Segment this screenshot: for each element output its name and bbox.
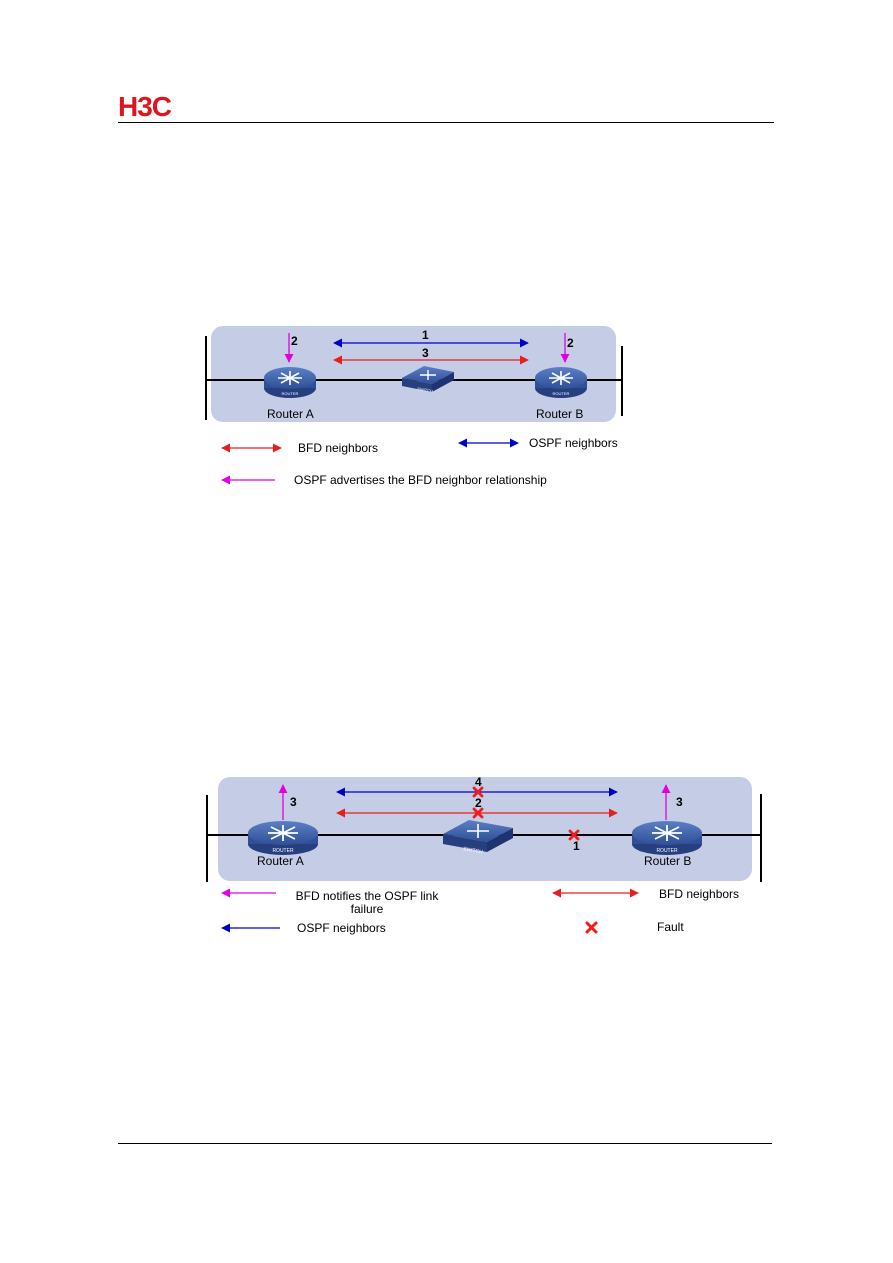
step-3-label-router-b: 3 — [676, 795, 683, 809]
svg-text:ROUTER: ROUTER — [656, 848, 678, 854]
legend-ospf-label: OSPF neighbors — [297, 921, 386, 935]
router-b-label: Router B — [536, 407, 584, 421]
router-a-label: Router A — [257, 854, 304, 868]
legend-ospf-label: OSPF neighbors — [529, 436, 618, 450]
router-a-icon: ROUTER — [264, 367, 316, 398]
legend-bfd-label: BFD neighbors — [659, 887, 740, 901]
step-2-label-router-b: 2 — [567, 336, 574, 350]
step-3-label-router-a: 3 — [290, 795, 297, 809]
legend-bfd-label: BFD neighbors — [298, 441, 379, 455]
figure1-diagram: ROUTER SWITCH ROUTER — [205, 333, 623, 485]
svg-text:SWITCH: SWITCH — [417, 386, 434, 394]
header-rule — [118, 122, 774, 123]
switch-icon: SWITCH — [443, 820, 513, 855]
figure2-diagram: ROUTER SWITCH ROUTER — [206, 784, 762, 934]
router-b-icon: ROUTER — [535, 367, 587, 398]
router-b-icon: ROUTER — [632, 821, 702, 855]
router-a-label: Router A — [267, 407, 314, 421]
switch-icon: SWITCH — [402, 366, 454, 394]
step-2-label: 2 — [475, 796, 482, 810]
router-a-icon: ROUTER — [248, 821, 318, 855]
step-1-label: 1 — [422, 328, 429, 342]
router-b-label: Router B — [644, 854, 692, 868]
svg-text:ROUTER: ROUTER — [282, 391, 299, 396]
h3c-logo: H3C — [118, 93, 173, 121]
fault-mark-bfd — [472, 807, 484, 819]
step-2-label-router-a: 2 — [291, 334, 298, 348]
svg-text:ROUTER: ROUTER — [272, 848, 294, 854]
legend-advertise-label: OSPF advertises the BFD neighbor relatio… — [294, 473, 547, 487]
legend-fault-label: Fault — [657, 920, 684, 934]
step-3-label: 3 — [422, 346, 429, 360]
fault-mark-ospf — [472, 786, 484, 798]
step-4-label: 4 — [475, 775, 482, 789]
footer-rule — [118, 1143, 772, 1144]
fault-mark-link — [568, 829, 580, 841]
svg-text:ROUTER: ROUTER — [553, 391, 570, 396]
h3c-logo-text: H3C — [118, 93, 172, 121]
step-1-label: 1 — [573, 839, 580, 853]
svg-text:SWITCH: SWITCH — [463, 846, 484, 855]
legend-notify-label: BFD notifies the OSPF link failure — [295, 889, 439, 916]
legend-fault-icon — [585, 921, 598, 934]
